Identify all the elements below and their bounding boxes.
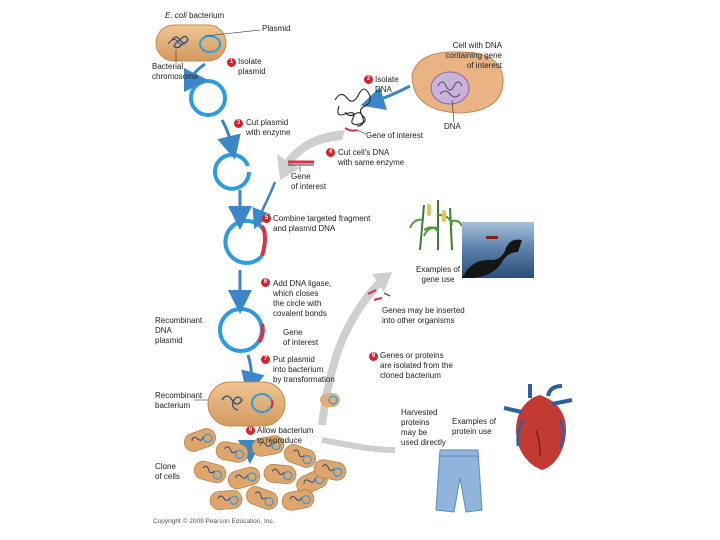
plasmid-label: Plasmid — [262, 24, 291, 33]
oil-spill-image — [462, 222, 534, 278]
step-2-text: Isolate DNA — [375, 75, 399, 94]
step-9-text: Genes or proteins are isolated from the … — [380, 351, 453, 380]
recombinant-plasmid — [218, 307, 265, 353]
cloned-cell — [184, 428, 216, 452]
arrow-step3 — [217, 119, 241, 160]
gene-of-interest-label-3: Gene of interest — [283, 328, 319, 347]
arrow-to-proteins — [321, 437, 396, 453]
plasmid-leader-line — [204, 29, 261, 37]
step-7-text: Put plasmid into bacterium by transforma… — [273, 355, 335, 384]
cloned-cell — [284, 444, 316, 468]
step-4-text: Cut cell's DNA with same enzyme — [338, 148, 405, 167]
step-4-number: 4 — [326, 148, 335, 157]
step-5-text: Combine targeted fragment and plasmid DN… — [273, 214, 371, 233]
dna-leader-line — [451, 99, 455, 123]
harvested-proteins-label: Harvested proteins may be used directly — [401, 408, 446, 447]
heart-image — [503, 384, 573, 470]
cloned-cell — [251, 435, 285, 457]
donor-cell — [411, 51, 504, 114]
cloned-bacterium-sample — [320, 393, 340, 407]
copyright-notice: Copyright © 2009 Pearson Education, Inc. — [153, 518, 275, 525]
examples-protein-use-label: Examples of protein use — [452, 417, 497, 436]
cloned-cell — [227, 466, 261, 490]
arrow-fragment — [252, 181, 277, 230]
ecoli-bacterium — [155, 24, 227, 62]
gene-of-interest-label-2: Gene of interest — [291, 172, 327, 191]
gene-fragment — [288, 160, 314, 166]
cloned-cell — [193, 460, 227, 484]
step-6-number: 6 — [261, 278, 270, 287]
recombinant-bacterium-label: Recombinant bacterium — [155, 391, 203, 410]
dna-label: DNA — [444, 122, 461, 131]
clone-of-cells — [184, 428, 347, 511]
cloned-cell — [313, 459, 347, 481]
step-3-number: 3 — [234, 119, 243, 128]
arrow-step1 — [183, 62, 208, 92]
isolated-plasmid — [189, 79, 227, 117]
combined-plasmid — [223, 218, 267, 265]
examples-gene-use-label: Examples of gene use — [415, 265, 461, 284]
ecoli-label: E. coli bacterium — [165, 11, 225, 20]
gene-pieces — [367, 289, 391, 301]
genes-inserted-label: Genes may be inserted into other organis… — [382, 306, 465, 325]
step-9-number: 9 — [369, 352, 378, 361]
recombinant-bacterium — [207, 381, 286, 427]
cloned-cell — [209, 489, 243, 511]
cloned-cell — [215, 441, 249, 463]
step-8-number: 8 — [246, 426, 255, 435]
step-7-number: 7 — [261, 355, 270, 364]
corn-plants-image — [409, 195, 463, 255]
step-2-number: 2 — [364, 75, 373, 84]
arrow-step7 — [241, 354, 265, 396]
bacterial-chromosome-label: Bacterial chromosome — [152, 62, 199, 81]
recombinant-dna-plasmid-label: Recombinant DNA plasmid — [155, 316, 203, 345]
step-3-text: Cut plasmid with enzyme — [246, 118, 291, 137]
step-6-text: Add DNA ligase, which closes the circle … — [273, 279, 332, 318]
cloned-cell — [246, 486, 278, 510]
cloned-cell — [281, 489, 315, 511]
isolated-dna — [334, 88, 371, 127]
jeans-image — [435, 449, 483, 513]
gene-leader-line — [356, 129, 367, 135]
clone-of-cells-label: Clone of cells — [155, 462, 180, 481]
step-1-text: Isolate plasmid — [238, 57, 266, 76]
step-1-number: 1 — [227, 58, 236, 67]
step-8-text: Allow bacterium to reproduce — [257, 426, 314, 445]
arrow-step2 — [360, 84, 411, 110]
step-5-number: 5 — [262, 214, 271, 223]
cut-plasmid — [213, 152, 251, 191]
donor-cell-label: Cell with DNA containing gene of interes… — [445, 41, 503, 70]
arrow-step4 — [277, 130, 345, 180]
gene-of-interest-label-1: Gene of interest — [366, 131, 423, 140]
arrow-step9-head — [372, 272, 392, 292]
cloned-cell — [263, 463, 297, 485]
gene-segment — [344, 127, 358, 132]
